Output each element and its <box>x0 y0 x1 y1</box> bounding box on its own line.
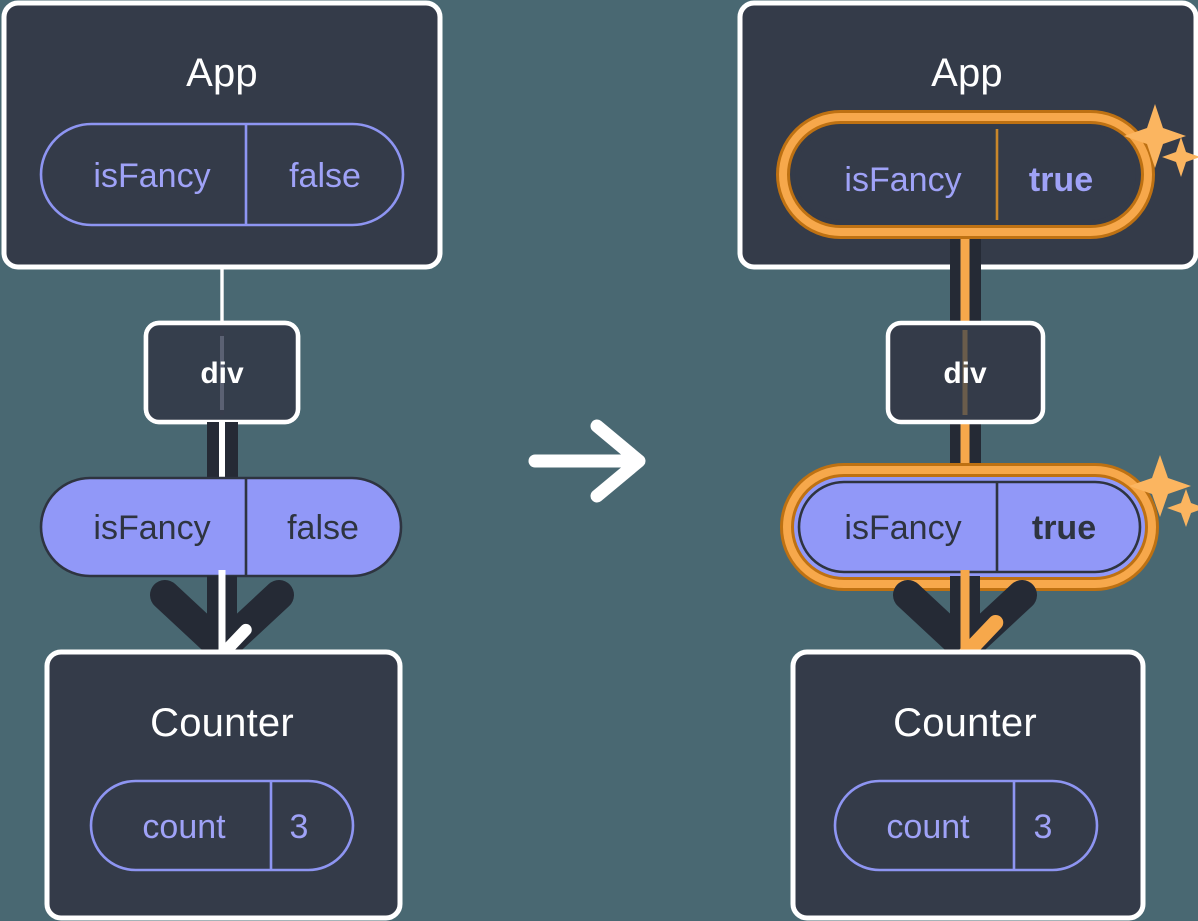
sparkle-icon-app <box>1124 104 1198 177</box>
counter-card-after <box>790 649 1146 921</box>
app-card-before <box>1 0 443 270</box>
app-state-pill-after[interactable] <box>776 110 1155 239</box>
props-pill-after[interactable] <box>780 463 1159 591</box>
counter-state-pill-before[interactable] <box>89 779 355 872</box>
div-node-after <box>885 320 1046 425</box>
sparkle-icon-props <box>1129 455 1198 527</box>
counter-state-pill-after[interactable] <box>833 779 1099 872</box>
arrow-props-to-counter-after <box>893 570 1037 703</box>
div-node-before <box>143 320 301 425</box>
arrow-props-to-counter-before <box>150 570 294 692</box>
props-pill-before[interactable] <box>39 476 403 578</box>
counter-card-before <box>44 649 403 921</box>
arrow-right-icon <box>528 419 646 503</box>
app-state-pill-before[interactable] <box>39 122 405 227</box>
edge-div-to-props-before <box>207 420 238 486</box>
